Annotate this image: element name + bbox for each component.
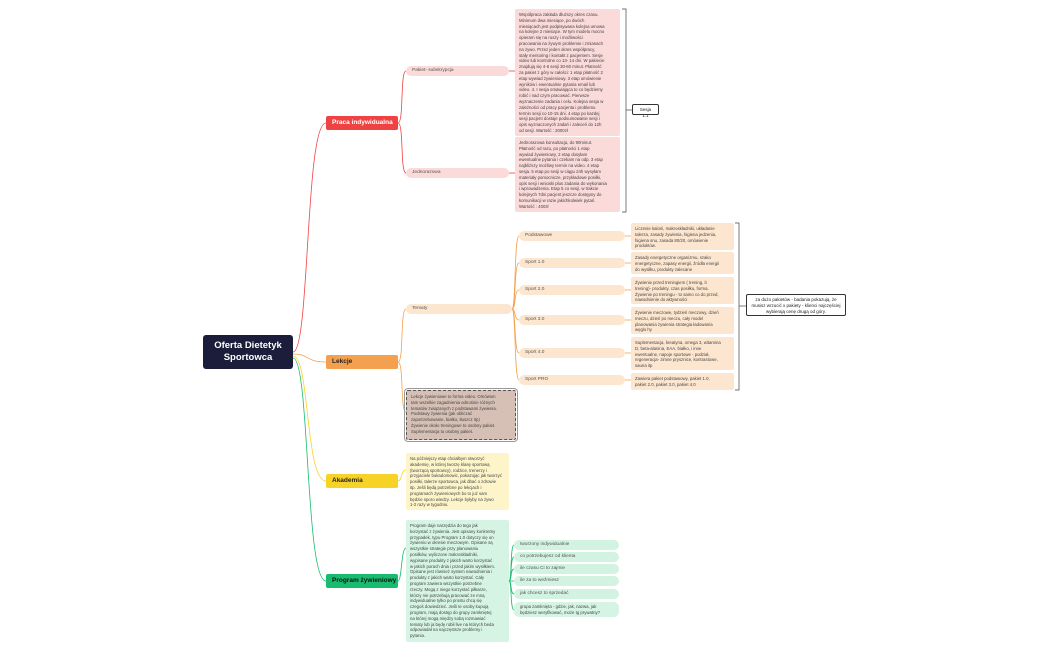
callout-sesja[interactable]: Sesja 1:1	[632, 104, 659, 118]
topic-label: ile za to weźmiesz	[520, 578, 559, 583]
topic-ile-czasu[interactable]: ile czasu Ci to zajmie	[514, 564, 619, 574]
root-title: Oferta Dietetyk Sportowca	[214, 340, 282, 363]
branch-label: Program żywieniowy	[332, 577, 397, 584]
callout-pakiety[interactable]: za dużo pakietów - badania pokazują, że …	[746, 294, 846, 316]
topic-ile-wezmiesz[interactable]: ile za to weźmiesz	[514, 576, 619, 586]
subtopic-pakiet-subskrypcja[interactable]: Pakiet- subskrypcja	[406, 66, 509, 76]
topic-sport-4[interactable]: Sport 4.0	[519, 348, 625, 358]
subtopic-label: Pakiet- subskrypcja	[412, 68, 454, 73]
topic-label: Sport 1.0	[525, 260, 545, 265]
note-sport-2: Żywienie przed treningiem ( trening, it …	[631, 277, 734, 304]
topic-jak-sprzedac[interactable]: jak chcesz to sprzedać	[514, 589, 619, 599]
topic-sport-1[interactable]: Sport 1.0	[519, 258, 625, 268]
root-topic[interactable]: Oferta Dietetyk Sportowca	[203, 335, 293, 369]
topic-label: co potrzebujesz od klienta	[520, 554, 576, 559]
topic-label: Sport 2.0	[525, 287, 545, 292]
branch-label: Akademia	[332, 477, 363, 484]
note-lekcje: Lekcje żywieniowe to forma video. Omówio…	[404, 388, 518, 442]
topic-grupa-zamknieta[interactable]: grupa zamknięta - gdzie, jak, nazwa, jak…	[514, 602, 619, 617]
topic-podstawowe[interactable]: Podstawowe	[519, 231, 625, 241]
note-pakiet: Współpraca zakłada dłuższy okres czasu. …	[515, 9, 620, 136]
topic-co-potrzebujesz[interactable]: co potrzebujesz od klienta	[514, 552, 619, 562]
subtopic-jednorazowa[interactable]: Jednorazowa	[406, 168, 509, 178]
note-akademia: Na późniejszy etap chciałbym stworzyć ak…	[406, 453, 509, 510]
subtopic-label: Tematy	[412, 306, 428, 311]
topic-sport-2[interactable]: Sport 2.0	[519, 285, 625, 295]
branch-praca-indywidualna[interactable]: Praca indywidualna	[326, 116, 398, 130]
note-program: Program daje narzędzia do tego jak korzy…	[406, 520, 509, 642]
note-sport-pro: Zawiera pakiet podstawowy, pakiet 1.0, p…	[631, 373, 734, 390]
branch-label: Praca indywidualna	[332, 119, 393, 126]
topic-label: tworzony indywidualnie	[520, 542, 570, 547]
topic-label: Podstawowe	[525, 233, 553, 238]
topic-label: ile czasu Ci to zajmie	[520, 566, 566, 571]
branch-akademia[interactable]: Akademia	[326, 474, 398, 488]
note-podstawowe: Liczenie kalorii, makroskładniki, układa…	[631, 223, 734, 250]
topic-label: Sport 4.0	[525, 350, 545, 355]
note-sport-4: Suplementacja, kreatyna, omega 3, witami…	[631, 337, 734, 370]
note-jednorazowa: Jednorazowa konsultacja, do 90minut. Pła…	[515, 137, 620, 212]
topic-label: Sport PRO	[525, 377, 549, 382]
topic-sport-3[interactable]: Sport 3.0	[519, 315, 625, 325]
subtopic-label: Jednorazowa	[412, 170, 441, 175]
note-sport-3: Żywienie meczowe, tydzień meczowy, dzień…	[631, 307, 734, 334]
branch-label: Lekcje	[332, 358, 353, 365]
branch-program-zywieniowy[interactable]: Program żywieniowy	[326, 574, 398, 588]
topic-label: jak chcesz to sprzedać	[520, 591, 569, 596]
topic-label: Sport 3.0	[525, 317, 545, 322]
subtopic-tematy[interactable]: Tematy	[406, 304, 512, 314]
topic-tworzony-indywidualnie[interactable]: tworzony indywidualnie	[514, 540, 619, 550]
branch-lekcje[interactable]: Lekcje	[326, 355, 398, 369]
topic-sport-pro[interactable]: Sport PRO	[519, 375, 625, 385]
note-sport-1: Zasady energetyczne organizmu, szako ene…	[631, 252, 734, 274]
